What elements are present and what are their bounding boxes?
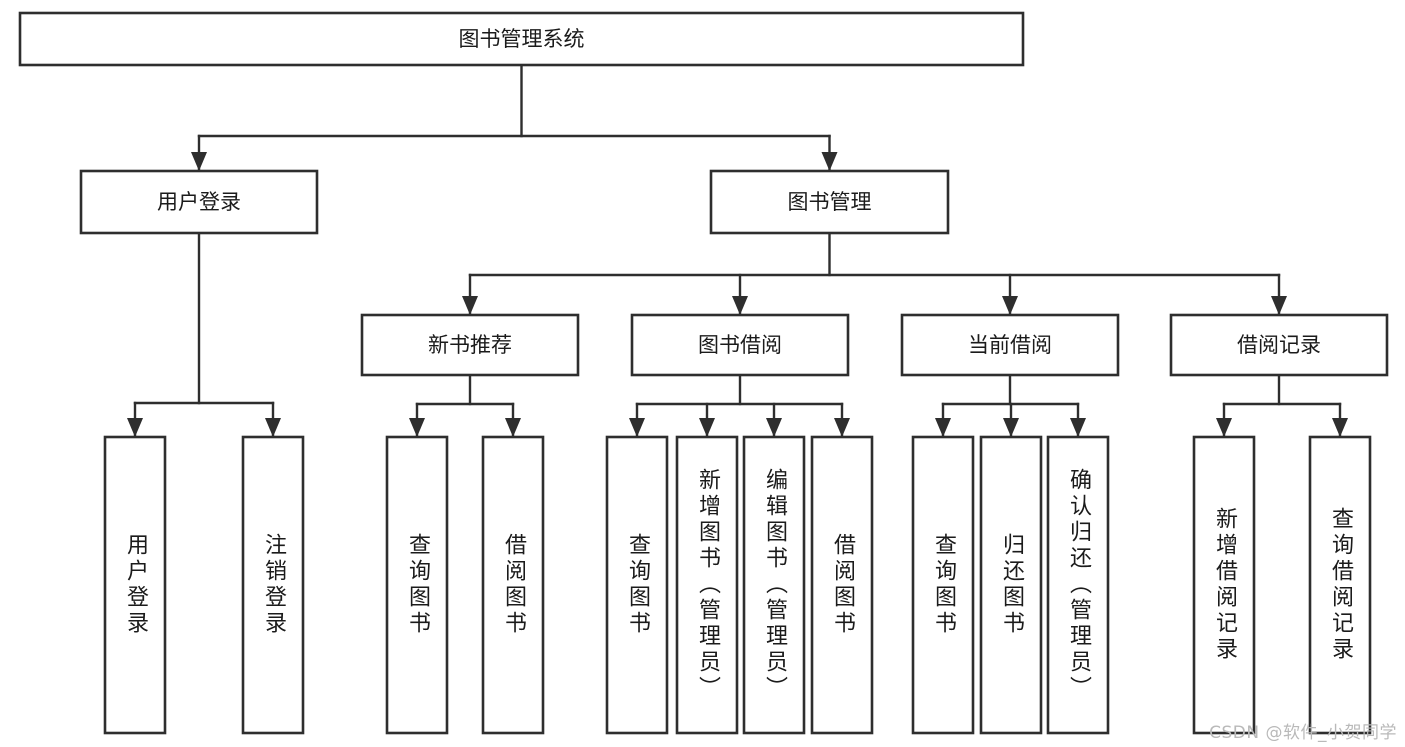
node-new-book-rec[interactable]: 新书推荐 bbox=[360, 313, 580, 377]
node-box-root[interactable] bbox=[18, 11, 1025, 67]
node-leaf-logout[interactable] bbox=[241, 435, 305, 735]
node-label-root: 图书管理系统 bbox=[459, 27, 585, 51]
node-label-new-book-rec: 新书推荐 bbox=[428, 333, 512, 357]
node-box-leaf-user-login[interactable] bbox=[103, 435, 167, 735]
node-box-leaf-query-record[interactable] bbox=[1308, 435, 1372, 735]
arrow-head-icon bbox=[1216, 418, 1232, 437]
node-label-book-borrow: 图书借阅 bbox=[698, 333, 782, 357]
node-current-borrow[interactable]: 当前借阅 bbox=[900, 313, 1120, 377]
node-box-borrow-record[interactable] bbox=[1169, 313, 1389, 377]
node-label-borrow-record: 借阅记录 bbox=[1237, 333, 1321, 357]
arrow-head-icon bbox=[1271, 296, 1287, 315]
node-box-leaf-query-book-2[interactable] bbox=[605, 435, 669, 735]
arrow-head-icon bbox=[265, 418, 281, 437]
arrow-head-icon bbox=[409, 418, 425, 437]
arrow-head-icon bbox=[127, 418, 143, 437]
arrow-head-icon bbox=[191, 152, 207, 171]
arrow-head-icon bbox=[766, 418, 782, 437]
node-leaf-user-login[interactable] bbox=[103, 435, 167, 735]
node-leaf-borrow-book-2[interactable] bbox=[810, 435, 874, 735]
node-leaf-confirm-return[interactable] bbox=[1046, 435, 1110, 735]
node-leaf-edit-book[interactable] bbox=[742, 435, 806, 735]
node-book-borrow[interactable]: 图书借阅 bbox=[630, 313, 850, 377]
node-box-book-borrow[interactable] bbox=[630, 313, 850, 377]
node-leaf-borrow-book-1[interactable] bbox=[481, 435, 545, 735]
node-book-mgmt[interactable]: 图书管理 bbox=[709, 169, 950, 235]
arrow-head-icon bbox=[1332, 418, 1348, 437]
node-leaf-query-book-1[interactable] bbox=[385, 435, 449, 735]
node-box-book-mgmt[interactable] bbox=[709, 169, 950, 235]
node-borrow-record[interactable]: 借阅记录 bbox=[1169, 313, 1389, 377]
node-leaf-query-book-2[interactable] bbox=[605, 435, 669, 735]
arrow-head-icon bbox=[505, 418, 521, 437]
watermark: CSDN @软件_小贺同学 bbox=[1209, 723, 1397, 743]
node-box-new-book-rec[interactable] bbox=[360, 313, 580, 377]
node-box-leaf-edit-book[interactable] bbox=[742, 435, 806, 735]
node-box-leaf-query-book-3[interactable] bbox=[911, 435, 975, 735]
node-box-leaf-logout[interactable] bbox=[241, 435, 305, 735]
node-box-current-borrow[interactable] bbox=[900, 313, 1120, 377]
node-box-leaf-add-record[interactable] bbox=[1192, 435, 1256, 735]
arrow-head-icon bbox=[629, 418, 645, 437]
node-leaf-add-record[interactable] bbox=[1192, 435, 1256, 735]
arrow-head-icon bbox=[834, 418, 850, 437]
arrow-head-icon bbox=[462, 296, 478, 315]
node-user-login[interactable]: 用户登录 bbox=[79, 169, 319, 235]
node-box-leaf-confirm-return[interactable] bbox=[1046, 435, 1110, 735]
arrow-head-icon bbox=[699, 418, 715, 437]
arrow-head-icon bbox=[1002, 296, 1018, 315]
arrow-head-icon bbox=[821, 152, 838, 171]
node-box-leaf-borrow-book-1[interactable] bbox=[481, 435, 545, 735]
arrow-head-icon bbox=[1070, 418, 1086, 437]
node-leaf-query-book-3[interactable] bbox=[911, 435, 975, 735]
node-box-leaf-add-book[interactable] bbox=[675, 435, 739, 735]
node-root[interactable]: 图书管理系统 bbox=[18, 11, 1025, 67]
node-leaf-add-book[interactable] bbox=[675, 435, 739, 735]
node-label-book-mgmt: 图书管理 bbox=[788, 190, 872, 214]
arrow-head-icon bbox=[1003, 418, 1019, 437]
node-label-user-login: 用户登录 bbox=[157, 190, 241, 214]
node-leaf-return-book[interactable] bbox=[979, 435, 1043, 735]
node-box-leaf-return-book[interactable] bbox=[979, 435, 1043, 735]
node-label-current-borrow: 当前借阅 bbox=[968, 333, 1052, 357]
node-box-user-login[interactable] bbox=[79, 169, 319, 235]
connectors-layer bbox=[127, 63, 1348, 439]
arrow-head-icon bbox=[935, 418, 951, 437]
node-box-leaf-query-book-1[interactable] bbox=[385, 435, 449, 735]
node-box-leaf-borrow-book-2[interactable] bbox=[810, 435, 874, 735]
arrow-head-icon bbox=[732, 296, 748, 315]
node-leaf-query-record[interactable] bbox=[1308, 435, 1372, 735]
